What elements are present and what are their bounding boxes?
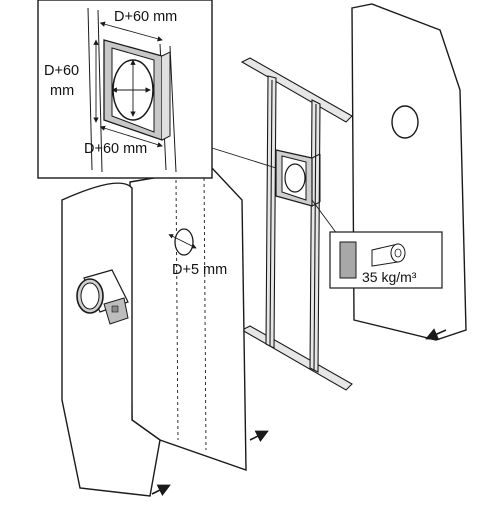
arrow-icon — [249, 430, 269, 443]
panel-hole-label: D+5 mm — [172, 262, 227, 278]
rear-panel-hole — [391, 105, 419, 139]
stud-frame — [240, 57, 353, 391]
detail-bottom-width-label: D+60 mm — [84, 141, 147, 157]
detail-inset: D+60 mm D+60 mm D+60 mm — [37, 0, 213, 179]
detail-left-height-label-line1: D+60 — [44, 63, 79, 79]
detail-left-height-label-line2: mm — [50, 83, 74, 99]
arrow-icon — [425, 328, 447, 340]
rear-wall-panel — [351, 3, 467, 341]
insulation-roll-icon — [371, 243, 406, 267]
insulation-sample — [339, 241, 357, 279]
insulation-callout: 35 kg/m³ — [329, 231, 443, 289]
arrow-icon — [151, 484, 171, 497]
front-wall-panel: D+5 mm — [61, 167, 269, 497]
detail-top-width-label: D+60 mm — [114, 9, 177, 25]
duct-collar — [76, 269, 129, 325]
insulation-density-label: 35 kg/m³ — [362, 269, 417, 285]
mounting-plate — [275, 149, 321, 207]
